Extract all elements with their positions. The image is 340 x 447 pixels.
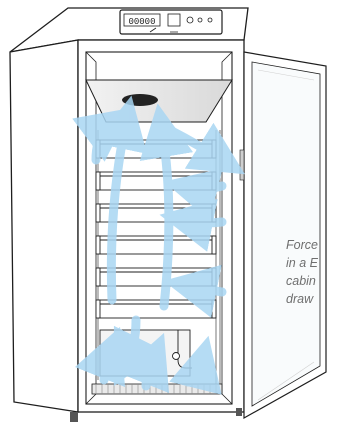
fan-icon	[122, 94, 158, 106]
control-panel: 00000	[120, 10, 222, 34]
fan-housing	[86, 80, 232, 122]
glass-door	[240, 52, 326, 418]
drain-outlet-icon	[173, 353, 180, 360]
display-button[interactable]	[168, 14, 180, 26]
airflow-arrow-5	[190, 186, 222, 189]
caption-line-1: Force	[286, 236, 340, 254]
caption-line-3: cabin	[286, 272, 340, 290]
caption: Force in a E cabin draw	[286, 236, 340, 308]
control-panel-display: 00000	[128, 17, 155, 27]
airflow-arrow-6	[186, 220, 222, 223]
bottom-grate	[92, 384, 222, 394]
caption-line-2: in a E	[286, 254, 340, 272]
airflow-arrow-7	[190, 286, 222, 292]
caption-line-4: draw	[286, 290, 340, 308]
